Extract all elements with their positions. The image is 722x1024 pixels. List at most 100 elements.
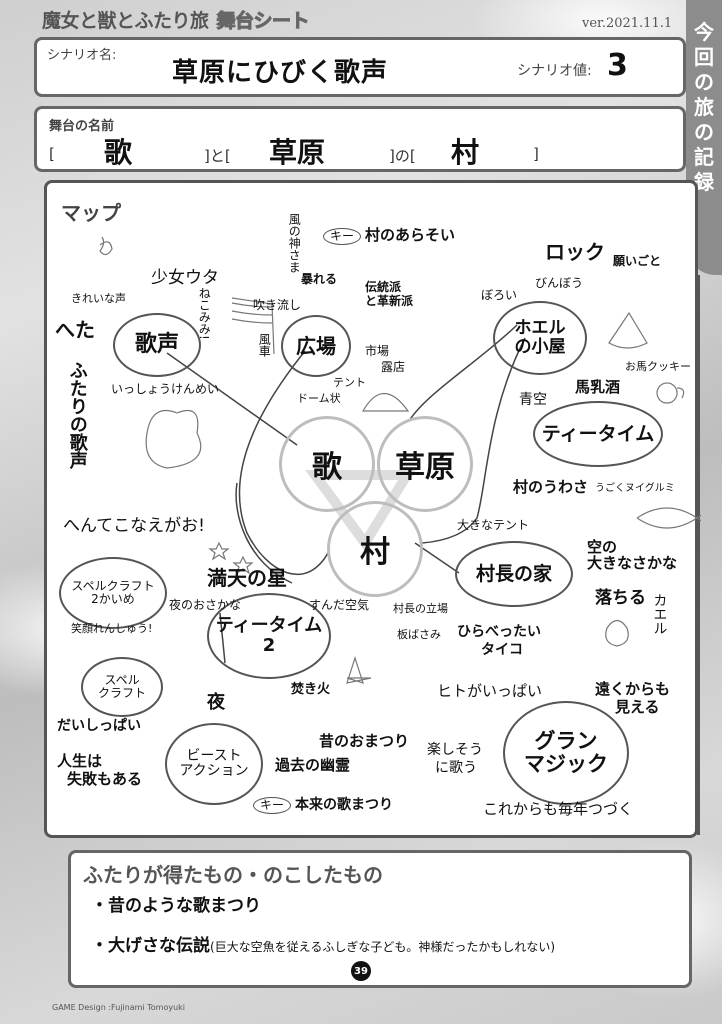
note: 夜 [207,692,225,713]
node-label: 2 [262,635,276,656]
sheet-title: 魔女と獣とふたり旅舞台シート [42,6,310,33]
stage-word-1[interactable]: 歌 [104,136,133,169]
result-item: ・大げさな伝説(巨大な空魚を従えるふしぎな子ども。神様だったかもしれない) [91,931,555,956]
node-label: 村長の家 [475,562,552,585]
version-label: ver.2021.11.1 [582,16,673,31]
side-tab-char: 記 [694,145,714,169]
key-icon: キー [323,228,362,246]
key-text: 村のあらそい [365,226,456,244]
note: 失敗もある [67,770,143,788]
scenario-panel: シナリオ名: 草原にひびく歌声 シナリオ値: 3 [34,37,686,97]
node-label: アクション [179,763,249,779]
note: これからも毎年つづく [483,800,634,818]
scenario-value[interactable]: 3 [607,48,628,83]
note: 見える [615,698,660,716]
node-spellcraft-2[interactable]: スペルクラフト 2かいめ [59,557,167,629]
node-label: ティータイム [215,615,323,637]
scenario-name-label: シナリオ名: [47,48,117,63]
core-label: 草原 [395,450,455,485]
note: 少女ウタ [151,268,219,288]
side-tab-char: 今 [694,20,714,44]
node-label: 歌声 [134,331,179,357]
stage-word-3[interactable]: 村 [451,136,480,169]
footer-credit: GAME Design :Fujinami Tomoyuki [52,1003,186,1012]
node-label: 広場 [296,334,336,358]
sheet-subtitle: 舞台シート [216,10,310,33]
result-text: ・大げさな伝説 [91,936,210,956]
note: ひらべったい [457,624,541,640]
node-gran-magic[interactable]: グラン マジック [503,701,629,805]
node-label: ビースト [186,747,242,764]
note: 人生は [57,752,103,770]
bracket-no: ]の[ [389,147,416,165]
note: だいしっぱい [57,718,141,734]
key-true-song-festival[interactable]: キー本来の歌まつり [253,797,394,815]
note: ヒトがいっぱい [437,682,543,700]
node-label: スペルクラフト [71,578,155,593]
note: と革新派 [365,294,414,308]
node-teatime[interactable]: ティータイム [533,401,663,467]
scenario-name-value[interactable]: 草原にひびく歌声 [172,58,389,88]
side-tab-char: 録 [694,170,714,194]
note: すんだ空気 [309,598,370,612]
core-label: 村 [360,535,390,570]
node-label: クラフト [97,686,146,700]
node-teatime-2[interactable]: ティータイム 2 [207,593,331,679]
note: ロック [545,240,605,264]
stage-name-panel: 舞台の名前 [ 歌 ]と[ 草原 ]の[ 村 ] [34,106,686,172]
node-spellcraft[interactable]: スペル クラフト [81,657,163,717]
node-hoeru-hut[interactable]: ホエル の小屋 [493,301,587,375]
core-node-mura[interactable]: 村 [327,501,423,597]
node-label: グラン [534,728,598,753]
note: 村長の立場 [393,602,448,615]
node-soncho-house[interactable]: 村長の家 [455,541,573,607]
note: 村のうわさ [513,478,589,496]
note: 空の [587,538,618,556]
node-utagoe[interactable]: 歌声 [113,313,201,377]
map-title: マップ [61,201,121,225]
note: 青空 [519,392,547,408]
stage-word-2[interactable]: 草原 [269,136,326,169]
game-title: 魔女と獣とふたり旅 [42,10,209,32]
page-number-badge: 39 [351,961,371,981]
note: テント [333,376,366,389]
note: 暴れる [301,272,338,286]
key-text: 本来の歌まつり [295,797,394,813]
node-beast-action[interactable]: ビースト アクション [165,723,263,805]
note: 馬乳酒 [575,378,621,396]
note: 落ちる [595,588,646,608]
node-label: スペル [104,672,140,687]
note: ぼろい [481,288,518,302]
result-text: ・昔のような歌まつり [91,896,261,916]
core-node-sougen[interactable]: 草原 [377,416,473,512]
note: 大きなさかな [587,554,678,572]
note: 昔のおまつり [319,732,410,750]
node-label: ティータイム [541,422,655,445]
key-village-conflict[interactable]: キー村のあらそい [323,226,456,246]
node-hiroba[interactable]: 広場 [281,315,351,377]
note: へんてこなえがお! [63,516,205,536]
map-panel: マップ 歌 草原 村 歌声 広場 ホエル の小屋 ティータイム 村長の家 ティー… [44,180,701,838]
side-tab-char: 旅 [694,95,714,119]
side-tab-char: の [694,120,714,144]
note: 遠くからも [595,680,671,698]
bracket-to: ]と[ [204,147,231,165]
bracket: [ [49,145,55,163]
node-label: ホエル [514,318,566,339]
note: 焚き火 [291,682,331,697]
stage-name-row: [ 歌 ]と[ 草原 ]の[ 村 ] [49,131,669,169]
note: いっしょうけんめい [111,382,220,396]
results-panel: ふたりが得たもの・のこしたもの ・昔のような歌まつり ・大げさな伝説(巨大な空魚… [68,850,692,988]
side-tab-char: の [694,70,714,94]
note: 伝統派 [365,280,402,294]
note: タイコ [481,642,523,658]
note: きれいな声 [71,292,126,305]
doodles [99,236,701,684]
core-node-uta[interactable]: 歌 [279,416,375,512]
note: 風の神さま [287,213,302,273]
note: 風車 [257,333,272,357]
note: うごくヌイグルミ [595,483,675,494]
note: 吹き流し [253,298,302,312]
note: 市場 [365,344,390,358]
note: 露店 [381,360,406,374]
